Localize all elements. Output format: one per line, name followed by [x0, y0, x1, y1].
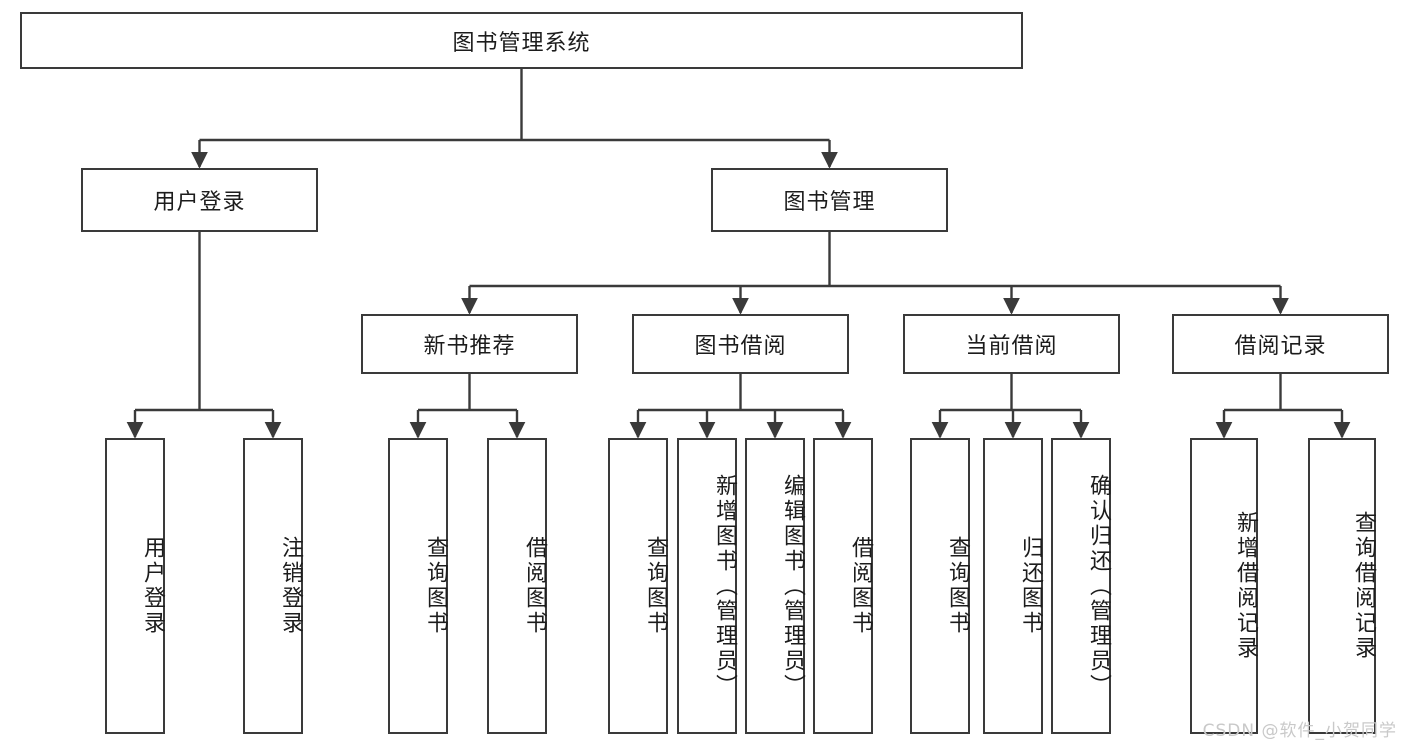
leaf-edit-book-admin-label: 编辑图书（管理员）	[780, 473, 805, 699]
watermark: CSDN @软件_小贺同学	[1202, 721, 1397, 741]
leaf-confirm-return-admin-label: 确认归还（管理员）	[1086, 473, 1111, 699]
leaf-return-book[interactable]: 归还图书	[983, 438, 1043, 734]
node-book-management[interactable]: 图书管理	[711, 168, 948, 232]
leaf-edit-book-admin[interactable]: 编辑图书（管理员）	[745, 438, 805, 734]
leaf-add-book-admin[interactable]: 新增图书（管理员）	[677, 438, 737, 734]
leaf-add-borrow-record-label: 新增借阅记录	[1233, 511, 1258, 661]
leaf-query-book-borrow-label: 查询图书	[643, 536, 668, 636]
node-root[interactable]: 图书管理系统	[20, 12, 1023, 69]
node-current-borrow-label: 当前借阅	[965, 334, 1058, 359]
node-root-label: 图书管理系统	[452, 30, 591, 56]
leaf-query-book-borrow[interactable]: 查询图书	[608, 438, 668, 734]
leaf-query-book-current-label: 查询图书	[945, 536, 970, 636]
node-user-login-label: 用户登录	[153, 190, 246, 215]
leaf-add-borrow-record[interactable]: 新增借阅记录	[1190, 438, 1258, 734]
leaf-query-borrow-record-label: 查询借阅记录	[1351, 511, 1376, 661]
node-borrow-record[interactable]: 借阅记录	[1172, 314, 1389, 374]
leaf-add-book-admin-label: 新增图书（管理员）	[712, 473, 737, 699]
leaf-query-book-current[interactable]: 查询图书	[910, 438, 970, 734]
node-book-management-label: 图书管理	[783, 190, 876, 215]
leaf-user-login-label: 用户登录	[140, 536, 165, 636]
leaf-borrow-book-label: 借阅图书	[848, 536, 873, 636]
leaf-borrow-book-recommend[interactable]: 借阅图书	[487, 438, 547, 734]
leaf-query-borrow-record[interactable]: 查询借阅记录	[1308, 438, 1376, 734]
node-borrow-record-label: 借阅记录	[1234, 334, 1327, 359]
node-new-book-recommend[interactable]: 新书推荐	[361, 314, 578, 374]
node-new-book-recommend-label: 新书推荐	[423, 334, 516, 359]
node-current-borrow[interactable]: 当前借阅	[903, 314, 1120, 374]
node-user-login[interactable]: 用户登录	[81, 168, 318, 232]
leaf-borrow-book[interactable]: 借阅图书	[813, 438, 873, 734]
leaf-query-book-recommend-label: 查询图书	[423, 536, 448, 636]
leaf-logout[interactable]: 注销登录	[243, 438, 303, 734]
leaf-logout-label: 注销登录	[278, 536, 303, 636]
leaf-user-login[interactable]: 用户登录	[105, 438, 165, 734]
node-book-borrow[interactable]: 图书借阅	[632, 314, 849, 374]
leaf-confirm-return-admin[interactable]: 确认归还（管理员）	[1051, 438, 1111, 734]
leaf-query-book-recommend[interactable]: 查询图书	[388, 438, 448, 734]
leaf-return-book-label: 归还图书	[1018, 536, 1043, 636]
node-book-borrow-label: 图书借阅	[694, 334, 787, 359]
leaf-borrow-book-recommend-label: 借阅图书	[522, 536, 547, 636]
